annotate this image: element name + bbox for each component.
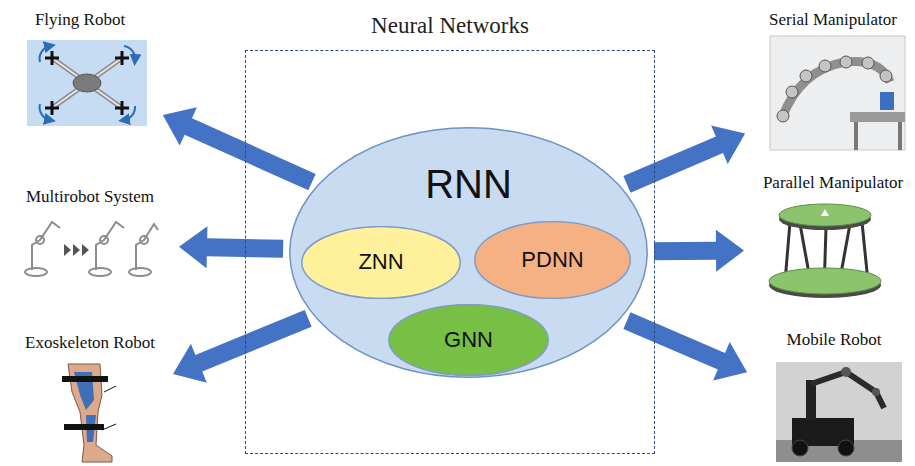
znn-ellipse: ZNN — [301, 226, 461, 299]
robot-panel: Parallel Manipulator — [758, 173, 908, 303]
ellipse-label: ZNN — [358, 250, 403, 274]
block-arrow — [163, 107, 316, 190]
serial-manipulator-picture — [770, 36, 905, 150]
robot-panel: Multirobot System — [15, 187, 165, 279]
ellipse-label: GNN — [444, 328, 493, 352]
block-arrow — [623, 125, 745, 192]
quadrotor-picture — [27, 40, 147, 126]
robot-heading: Mobile Robot — [760, 330, 908, 350]
robot-panel: Serial Manipulator — [758, 10, 908, 152]
block-arrow — [654, 230, 744, 272]
robot-panel: Flying Robot — [10, 10, 150, 130]
ellipse-label: PDNN — [521, 248, 583, 272]
robot-heading: Parallel Manipulator — [758, 173, 908, 193]
dashed-region: Neural NetworksRNNZNNPDNNGNN — [245, 50, 655, 454]
robot-heading: Serial Manipulator — [758, 10, 908, 30]
robot-heading: Multirobot System — [15, 187, 165, 207]
robot-panel: Exoskeleton Robot — [20, 333, 160, 463]
exoskeleton-picture — [62, 364, 116, 462]
block-arrow — [179, 226, 283, 268]
region-heading: Neural Networks — [246, 13, 654, 39]
block-arrow — [173, 310, 312, 383]
block-arrow — [623, 312, 747, 380]
parallel-manipulator-picture — [769, 204, 881, 298]
mobile-robot-picture — [776, 362, 902, 462]
robot-heading: Flying Robot — [10, 10, 150, 30]
multirobot-picture — [25, 222, 158, 276]
robot-heading: Exoskeleton Robot — [20, 333, 160, 353]
rnn-ellipse: RNN ZNN PDNN GNN — [288, 126, 649, 379]
ellipse-label: RNN — [288, 126, 649, 206]
pdnn-ellipse: PDNN — [474, 221, 631, 299]
gnn-ellipse: GNN — [388, 304, 549, 376]
robot-panel: Mobile Robot — [760, 330, 908, 464]
